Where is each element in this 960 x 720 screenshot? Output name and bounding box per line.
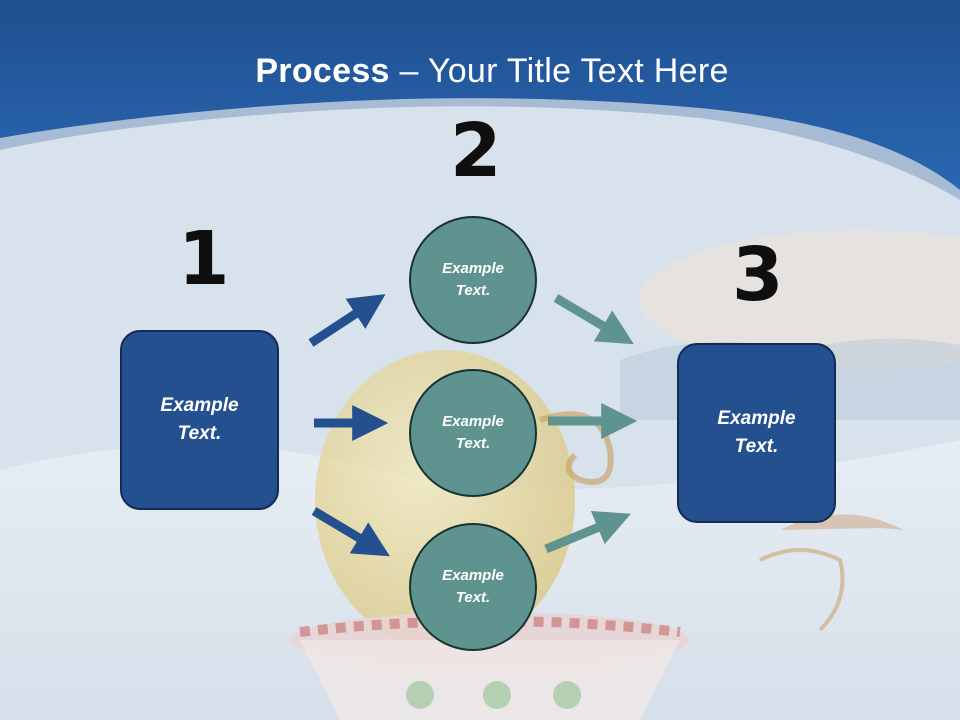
title-bold: Process <box>255 52 390 90</box>
step-number-3: 3 <box>732 232 784 318</box>
arrow-left-to-top <box>308 294 386 347</box>
arrow-top-to-right <box>553 294 634 345</box>
step-2-circle-middle: Example Text. <box>409 369 537 497</box>
circle-top-line2: Text. <box>455 282 491 299</box>
step-2-circle-bottom: Example Text. <box>409 523 537 651</box>
title-rest: – Your Title Text Here <box>389 52 729 90</box>
circle-top-line1: Example <box>442 259 504 277</box>
step-1-line1: Example <box>160 394 239 416</box>
circle-middle-line1: Example <box>442 412 504 430</box>
circle-middle-line2: Text. <box>455 435 491 452</box>
arrow-bottom-to-right <box>544 510 631 554</box>
slide-title: Process – Your Title Text Here <box>0 52 960 91</box>
step-1-line2: Text. <box>177 423 222 444</box>
step-3-line1: Example <box>717 407 796 429</box>
step-3-box: Example Text. <box>677 343 836 523</box>
header-band <box>0 0 960 200</box>
circle-bottom-line2: Text. <box>455 589 491 606</box>
step-2-circle-top: Example Text. <box>409 216 537 344</box>
step-3-line2: Text. <box>734 436 779 457</box>
circle-bottom-line1: Example <box>442 566 504 584</box>
step-1-box: Example Text. <box>120 330 279 510</box>
arrow-left-to-bottom <box>311 507 390 557</box>
step-number-1: 1 <box>178 216 230 302</box>
step-number-2: 2 <box>450 108 502 194</box>
